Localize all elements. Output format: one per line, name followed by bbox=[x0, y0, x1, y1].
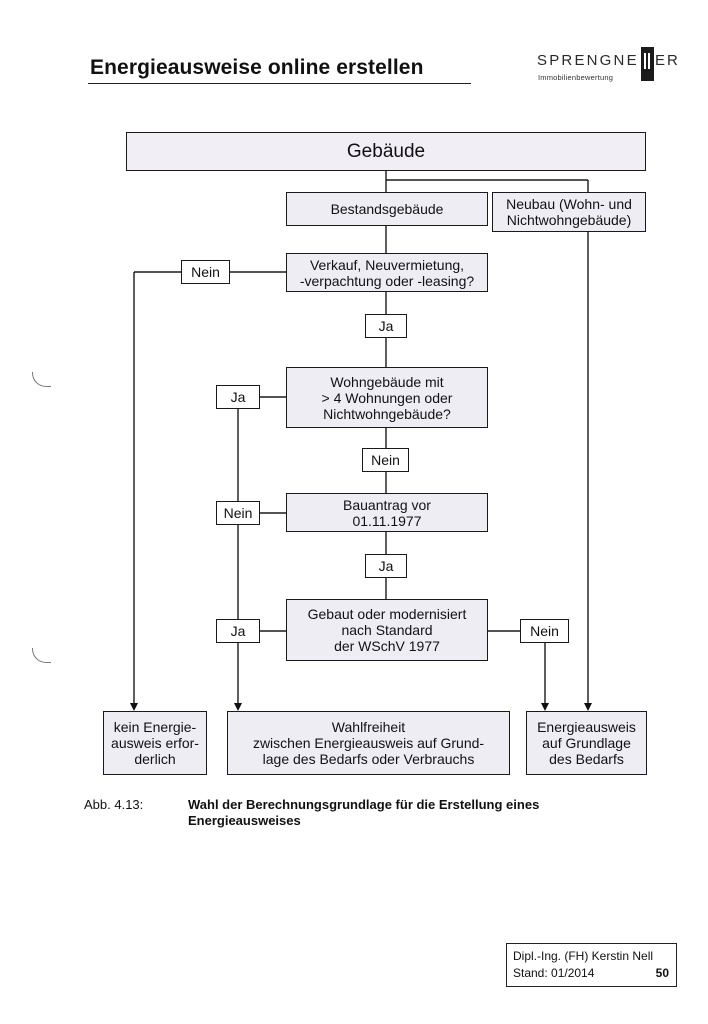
outcome-demand-certificate-box: Energieausweis auf Grundlage des Bedarfs bbox=[526, 711, 647, 775]
logo-subtitle: Immobilienbewertung bbox=[538, 73, 614, 82]
sale-rental-question-box: Verkauf, Neuvermietung, -verpachtung ode… bbox=[286, 253, 488, 292]
new-building-box: Neubau (Wohn- und Nichtwohngebäude) bbox=[492, 192, 646, 232]
outcome-free-choice-box: Wahlfreiheit zwischen Energieausweis auf… bbox=[227, 711, 510, 775]
no-label-sale: Nein bbox=[181, 260, 230, 284]
yes-label-sale: Ja bbox=[365, 314, 407, 338]
page-number: 50 bbox=[655, 966, 669, 980]
yes-label-application: Ja bbox=[365, 554, 407, 578]
figure-number: Abb. 4.13: bbox=[84, 797, 144, 812]
residential-question-box: Wohngebäude mit > 4 Wohnungen oder Nicht… bbox=[286, 367, 488, 428]
existing-building-box: Bestandsgebäude bbox=[286, 192, 488, 226]
footer-stand: Stand: 01/2014 bbox=[513, 966, 595, 980]
page-title: Energieausweise online erstellen bbox=[90, 56, 424, 79]
no-label-residential: Nein bbox=[362, 448, 409, 472]
building-application-box: Bauantrag vor 01.11.1977 bbox=[286, 493, 488, 532]
no-label-standard: Nein bbox=[520, 619, 569, 643]
no-label-application: Nein bbox=[216, 501, 260, 525]
footer-author: Dipl.-Ing. (FH) Kerstin Nell bbox=[513, 949, 654, 963]
building-box: Gebäude bbox=[126, 132, 646, 171]
logo-emblem-icon bbox=[641, 47, 654, 81]
title-underline bbox=[88, 83, 471, 84]
built-standard-box: Gebaut oder modernisiert nach Standard d… bbox=[286, 599, 488, 661]
logo-wordmark-tail: ER bbox=[655, 52, 680, 69]
yes-label-residential: Ja bbox=[216, 385, 260, 409]
figure-caption: Wahl der Berechnungsgrundlage für die Er… bbox=[188, 797, 540, 828]
logo-wordmark: SPRENGNE bbox=[537, 52, 639, 69]
yes-label-standard: Ja bbox=[216, 619, 260, 643]
outcome-no-certificate-box: kein Energie- ausweis erfor- derlich bbox=[103, 711, 207, 775]
footer-info-box: Dipl.-Ing. (FH) Kerstin Nell Stand: 01/2… bbox=[506, 943, 677, 987]
company-logo: SPRENGNE ER Immobilienbewertung bbox=[537, 46, 680, 90]
